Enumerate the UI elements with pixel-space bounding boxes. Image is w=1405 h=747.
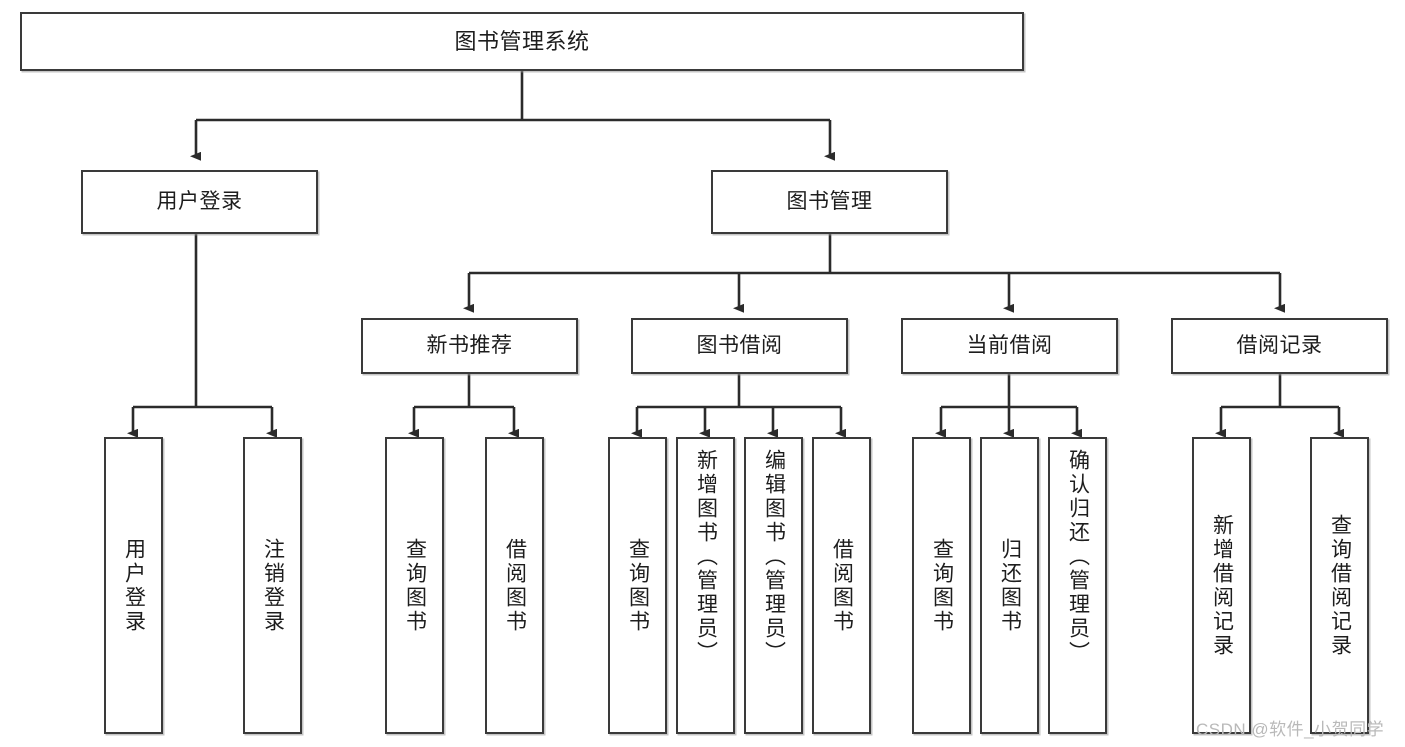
node-leaf-query-borrow-record-label: 查询借阅记录	[1328, 513, 1352, 658]
node-leaf-query-book-3-label: 查询图书	[930, 537, 954, 634]
node-user-login[interactable]: 用户登录	[81, 170, 318, 234]
node-book-borrow-label: 图书借阅	[696, 333, 783, 357]
node-user-login-label: 用户登录	[156, 189, 243, 213]
node-leaf-borrow-book-1-label: 借阅图书	[503, 537, 527, 634]
node-leaf-edit-book[interactable]: 编辑图书（管理员）	[744, 437, 803, 734]
node-borrow-record-label: 借阅记录	[1236, 333, 1323, 357]
node-leaf-query-book-3[interactable]: 查询图书	[912, 437, 971, 734]
node-leaf-query-borrow-record[interactable]: 查询借阅记录	[1310, 437, 1369, 734]
node-leaf-borrow-book-2[interactable]: 借阅图书	[812, 437, 871, 734]
node-root-label: 图书管理系统	[454, 28, 590, 54]
node-leaf-query-book-1-label: 查询图书	[403, 537, 427, 634]
node-book-management[interactable]: 图书管理	[711, 170, 948, 234]
node-leaf-user-login-label: 用户登录	[122, 537, 146, 634]
node-leaf-query-book-2-label: 查询图书	[626, 537, 650, 634]
node-leaf-add-book[interactable]: 新增图书（管理员）	[676, 437, 735, 734]
node-leaf-return-book-label: 归还图书	[998, 537, 1022, 634]
node-leaf-user-login[interactable]: 用户登录	[104, 437, 163, 734]
node-new-book-recommend-label: 新书推荐	[426, 333, 513, 357]
node-book-borrow[interactable]: 图书借阅	[631, 318, 848, 374]
node-current-borrow-label: 当前借阅	[966, 333, 1053, 357]
node-leaf-logout-label: 注销登录	[261, 537, 285, 634]
node-leaf-logout[interactable]: 注销登录	[243, 437, 302, 734]
node-leaf-query-book-2[interactable]: 查询图书	[608, 437, 667, 734]
node-leaf-add-borrow-record-label: 新增借阅记录	[1210, 513, 1234, 658]
node-leaf-add-book-label: 新增图书（管理员）	[694, 449, 718, 665]
node-leaf-add-borrow-record[interactable]: 新增借阅记录	[1192, 437, 1251, 734]
node-leaf-borrow-book-1[interactable]: 借阅图书	[485, 437, 544, 734]
node-leaf-return-book[interactable]: 归还图书	[980, 437, 1039, 734]
node-book-management-label: 图书管理	[786, 189, 873, 213]
node-leaf-borrow-book-2-label: 借阅图书	[830, 537, 854, 634]
node-new-book-recommend[interactable]: 新书推荐	[361, 318, 578, 374]
node-leaf-edit-book-label: 编辑图书（管理员）	[762, 449, 786, 665]
node-leaf-query-book-1[interactable]: 查询图书	[385, 437, 444, 734]
node-root[interactable]: 图书管理系统	[20, 12, 1024, 71]
node-leaf-confirm-return-label: 确认归还（管理员）	[1066, 449, 1090, 665]
node-leaf-confirm-return[interactable]: 确认归还（管理员）	[1048, 437, 1107, 734]
node-borrow-record[interactable]: 借阅记录	[1171, 318, 1388, 374]
node-current-borrow[interactable]: 当前借阅	[901, 318, 1118, 374]
